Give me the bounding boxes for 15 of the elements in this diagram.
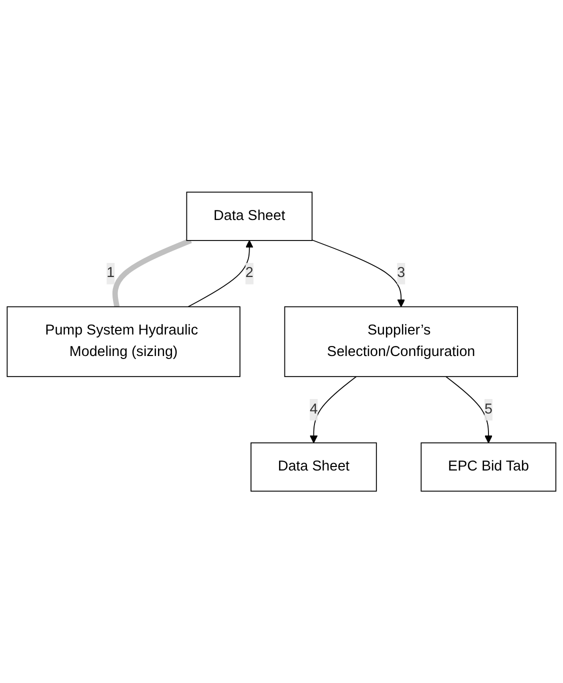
arrow	[188, 240, 254, 308]
connector	[112, 238, 192, 308]
node-box: EPC Bid Tab	[420, 442, 556, 492]
edge-label: 2	[245, 265, 254, 281]
node-box: Data Sheet	[186, 192, 313, 241]
edge-label: 1	[106, 265, 115, 281]
edge-label: 4	[310, 401, 318, 417]
node-box: Data Sheet	[250, 442, 377, 492]
node-box: Pump System Hydraulic Modeling (sizing)	[6, 306, 240, 377]
arrow	[310, 376, 357, 444]
arrow	[446, 376, 492, 444]
node-box: Supplier’s Selection/Configuration	[284, 306, 518, 377]
arrow	[312, 239, 406, 307]
edge-label: 3	[397, 265, 406, 281]
edge-label: 5	[484, 401, 492, 417]
